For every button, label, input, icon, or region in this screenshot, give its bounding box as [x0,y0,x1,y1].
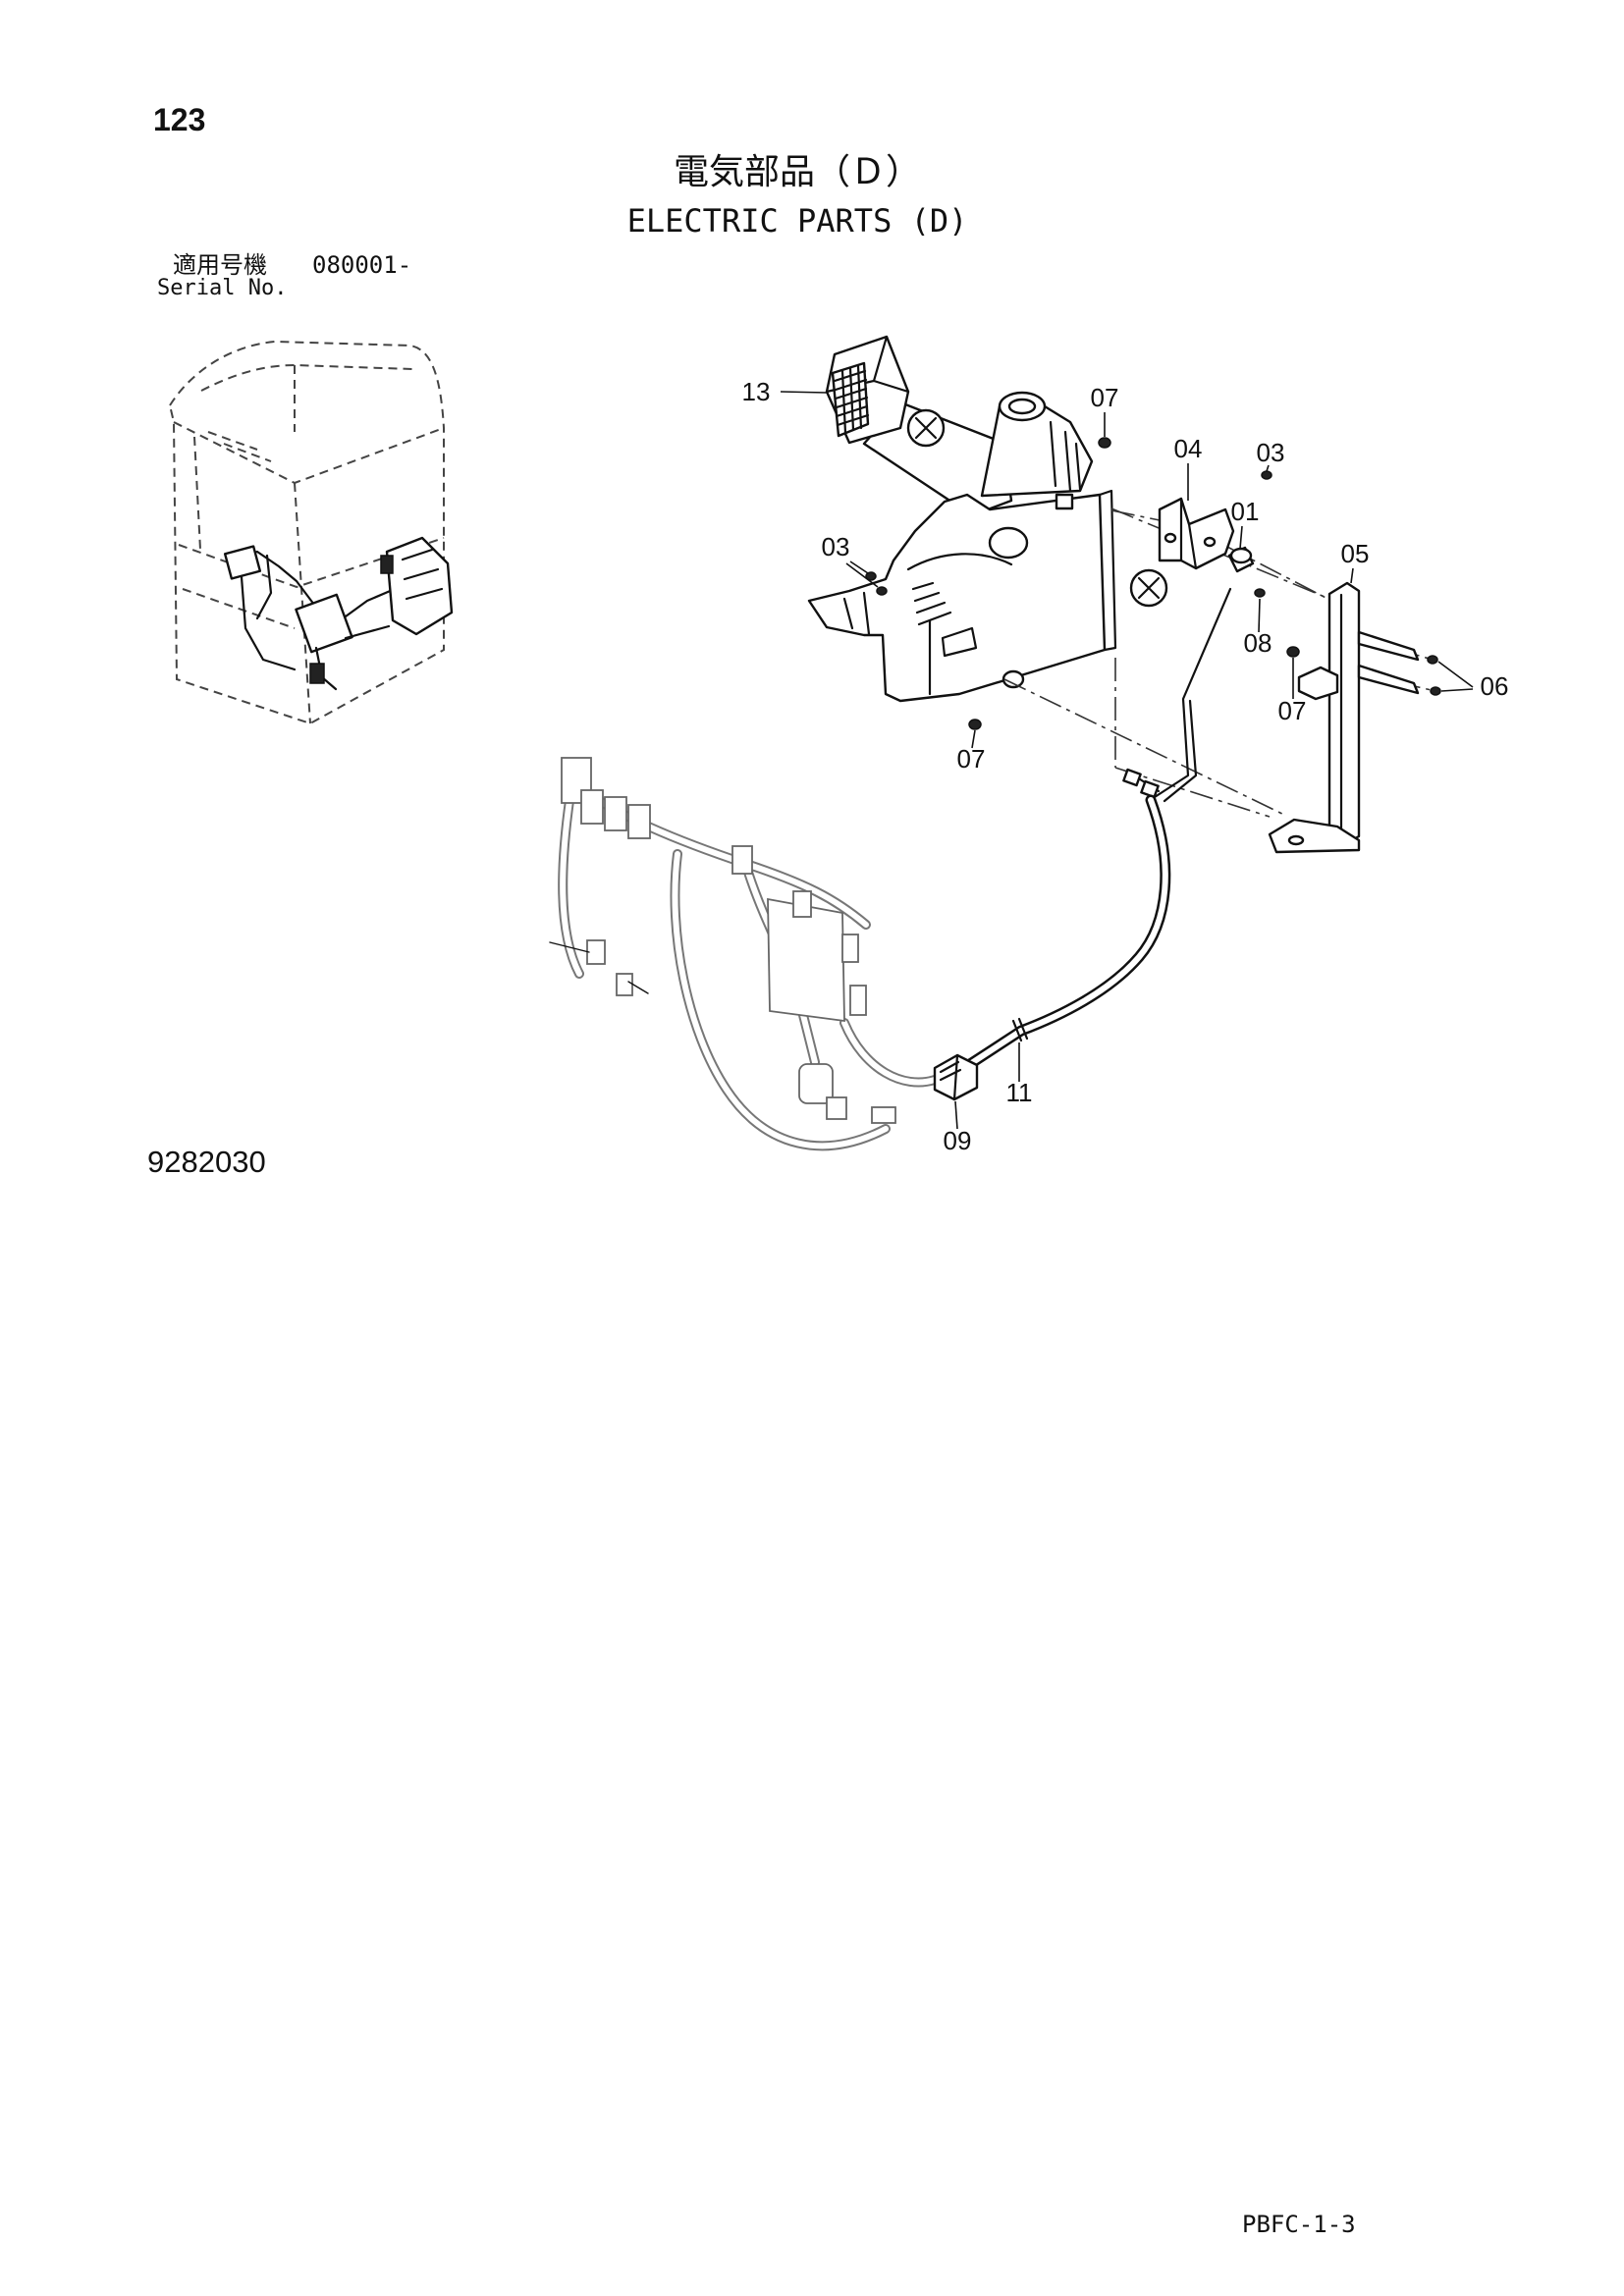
callout-03-right: 03 [1257,438,1285,467]
callouts: 13 07 04 03 01 05 03 08 07 06 07 11 [742,377,1509,1155]
screw-03-right [1261,470,1272,480]
screw-06-b [1430,686,1441,696]
leader-13 [780,391,828,394]
leader-06 [1437,661,1474,692]
leader-05 [1350,567,1354,584]
inset-harness [223,536,454,691]
harness-11 [964,587,1232,1070]
circle-x-mark-lower [1129,568,1168,608]
bracket-05 [1268,581,1420,854]
callout-01: 01 [1231,497,1260,526]
callout-05: 05 [1341,539,1370,568]
bracket-04 [1158,497,1235,570]
callout-06: 06 [1481,671,1509,701]
callout-09: 09 [944,1126,972,1155]
leader-03-left [845,561,879,588]
console-panel [807,391,1117,703]
serial-label-en: Serial No. [157,276,288,300]
speaker-13 [825,335,1013,517]
callout-07-bottom: 07 [957,744,986,774]
screw-03-left-a [865,571,877,581]
leader-01 [1239,525,1243,550]
connector-09 [933,1053,979,1101]
page-title-jp: 電気部品（Ｄ） [673,152,921,192]
callout-07-right: 07 [1278,696,1307,725]
callout-04: 04 [1174,434,1203,463]
callout-07-top: 07 [1091,383,1119,412]
screw-07-top [1098,437,1111,449]
inset-cab-view [168,340,445,725]
page-number: 123 [153,102,206,137]
callout-11: 11 [1006,1078,1033,1107]
callout-03-left: 03 [822,532,850,561]
serial-label-jp: 適用号機 [173,251,267,279]
leader-07-bottom [971,729,976,749]
screw-08 [1254,588,1266,598]
callout-13: 13 [742,377,771,406]
switch-01 [1227,546,1255,573]
footer-code: PBFC-1-3 [1242,2211,1356,2238]
page-title-en: ELECTRIC PARTS (D) [626,202,968,240]
figure-number: 9282030 [147,1145,266,1179]
serial-value: 080001- [312,251,412,279]
main-harness [549,757,940,1151]
callout-08: 08 [1244,628,1272,658]
leader-03-right [1266,464,1270,472]
screw-06-a [1427,655,1438,665]
circle-x-mark-upper [906,408,946,448]
leader-08 [1258,598,1261,633]
screw-03-left-b [876,586,888,596]
leader-09 [954,1100,958,1130]
screw-07-bottom [968,719,982,730]
screw-07-right [1286,646,1300,658]
